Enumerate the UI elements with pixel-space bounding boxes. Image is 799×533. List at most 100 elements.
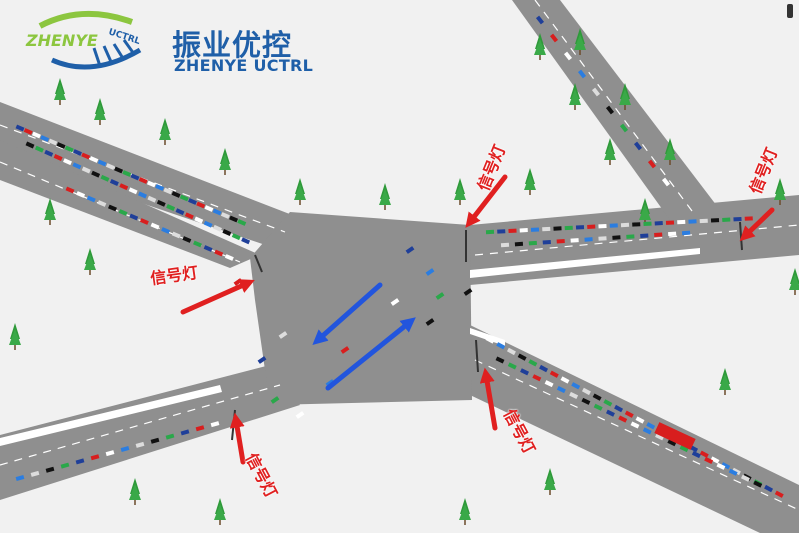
vehicle-icon[interactable] [544,380,554,388]
vehicle-icon[interactable] [549,370,559,378]
vehicle-icon[interactable] [295,411,305,419]
vehicle-icon[interactable] [614,404,624,413]
vehicle-icon[interactable] [34,145,44,153]
vehicle-icon[interactable] [630,421,640,429]
vehicle-icon[interactable] [549,33,559,43]
vehicle-icon[interactable] [109,179,119,186]
vehicle-icon[interactable] [97,200,107,207]
vehicle-icon[interactable] [517,353,527,361]
vehicle-icon[interactable] [609,223,618,228]
vehicle-icon[interactable] [155,184,165,191]
vehicle-icon[interactable] [691,451,701,459]
bus[interactable] [654,422,696,450]
vehicle-icon[interactable] [220,212,230,219]
vehicle-icon[interactable] [425,268,435,276]
vehicle-icon[interactable] [90,454,100,461]
vehicle-icon[interactable] [222,229,232,236]
vehicle-icon[interactable] [716,462,726,470]
vehicle-icon[interactable] [165,433,175,440]
vehicle-icon[interactable] [224,254,234,261]
vehicle-icon[interactable] [532,374,542,382]
vehicle-icon[interactable] [122,170,132,177]
vehicle-icon[interactable] [710,456,720,464]
vehicle-icon[interactable] [556,239,565,244]
vehicle-icon[interactable] [626,234,635,239]
vehicle-icon[interactable] [704,456,714,464]
vehicle-icon[interactable] [514,241,524,247]
vehicle-icon[interactable] [753,480,763,488]
vehicle-icon[interactable] [721,462,731,470]
vehicle-icon[interactable] [591,87,601,97]
vehicle-icon[interactable] [60,462,70,469]
vehicle-icon[interactable] [642,427,652,435]
vehicle-icon[interactable] [23,128,33,135]
vehicle-icon[interactable] [587,224,596,229]
vehicle-icon[interactable] [740,474,750,482]
vehicle-icon[interactable] [188,198,197,205]
vehicle-icon[interactable] [575,225,585,230]
vehicle-icon[interactable] [63,158,72,166]
vehicle-icon[interactable] [710,218,720,223]
vehicle-icon[interactable] [278,331,288,339]
vehicle-icon[interactable] [519,228,528,233]
vehicle-icon[interactable] [203,245,213,252]
vehicle-icon[interactable] [688,219,697,224]
vehicle-icon[interactable] [633,141,643,151]
vehicle-icon[interactable] [528,240,537,246]
vehicle-icon[interactable] [577,69,587,79]
vehicle-icon[interactable] [237,219,247,226]
vehicle-icon[interactable] [681,230,691,236]
vehicle-icon[interactable] [210,421,220,428]
vehicle-icon[interactable] [108,204,117,212]
vehicle-icon[interactable] [241,237,251,245]
vehicle-icon[interactable] [193,240,202,248]
vehicle-icon[interactable] [75,458,85,465]
vehicle-icon[interactable] [147,195,157,203]
vehicle-icon[interactable] [556,386,566,394]
vehicle-icon[interactable] [118,209,128,216]
vehicle-icon[interactable] [179,194,189,202]
vehicle-icon[interactable] [485,336,495,344]
vehicle-icon[interactable] [635,416,645,424]
vehicle-icon[interactable] [30,470,40,477]
vehicle-icon[interactable] [665,220,675,225]
vehicle-icon[interactable] [390,298,400,306]
vehicle-icon[interactable] [212,208,222,216]
vehicle-icon[interactable] [195,425,205,432]
vehicle-icon[interactable] [231,233,241,241]
vehicle-icon[interactable] [25,141,35,149]
vehicle-icon[interactable] [48,138,58,146]
vehicle-icon[interactable] [40,135,50,142]
vehicle-icon[interactable] [129,213,139,221]
vehicle-icon[interactable] [45,466,55,473]
vehicle-icon[interactable] [435,292,445,300]
vehicle-icon[interactable] [81,152,91,160]
vehicle-icon[interactable] [528,359,538,367]
vehicle-icon[interactable] [571,382,581,390]
vehicle-icon[interactable] [539,364,549,373]
vehicle-icon[interactable] [564,225,573,231]
vehicle-icon[interactable] [497,229,506,234]
vehicle-icon[interactable] [213,224,222,232]
vehicle-icon[interactable] [105,450,115,457]
vehicle-icon[interactable] [73,149,82,156]
vehicle-icon[interactable] [203,220,213,228]
vehicle-icon[interactable] [76,191,86,198]
vehicle-icon[interactable] [86,195,96,203]
vehicle-icon[interactable] [53,154,63,161]
vehicle-icon[interactable] [150,222,160,230]
vehicle-icon[interactable] [620,222,630,228]
vehicle-icon[interactable] [15,475,25,481]
vehicle-icon[interactable] [64,145,74,153]
vehicle-icon[interactable] [184,212,194,220]
vehicle-icon[interactable] [618,415,628,423]
vehicle-icon[interactable] [204,205,214,212]
vehicle-icon[interactable] [605,105,615,115]
vehicle-icon[interactable] [500,242,510,248]
vehicle-icon[interactable] [507,362,517,370]
vehicle-icon[interactable] [553,226,562,231]
vehicle-icon[interactable] [146,180,156,188]
vehicle-icon[interactable] [100,174,110,182]
vehicle-icon[interactable] [425,318,435,326]
